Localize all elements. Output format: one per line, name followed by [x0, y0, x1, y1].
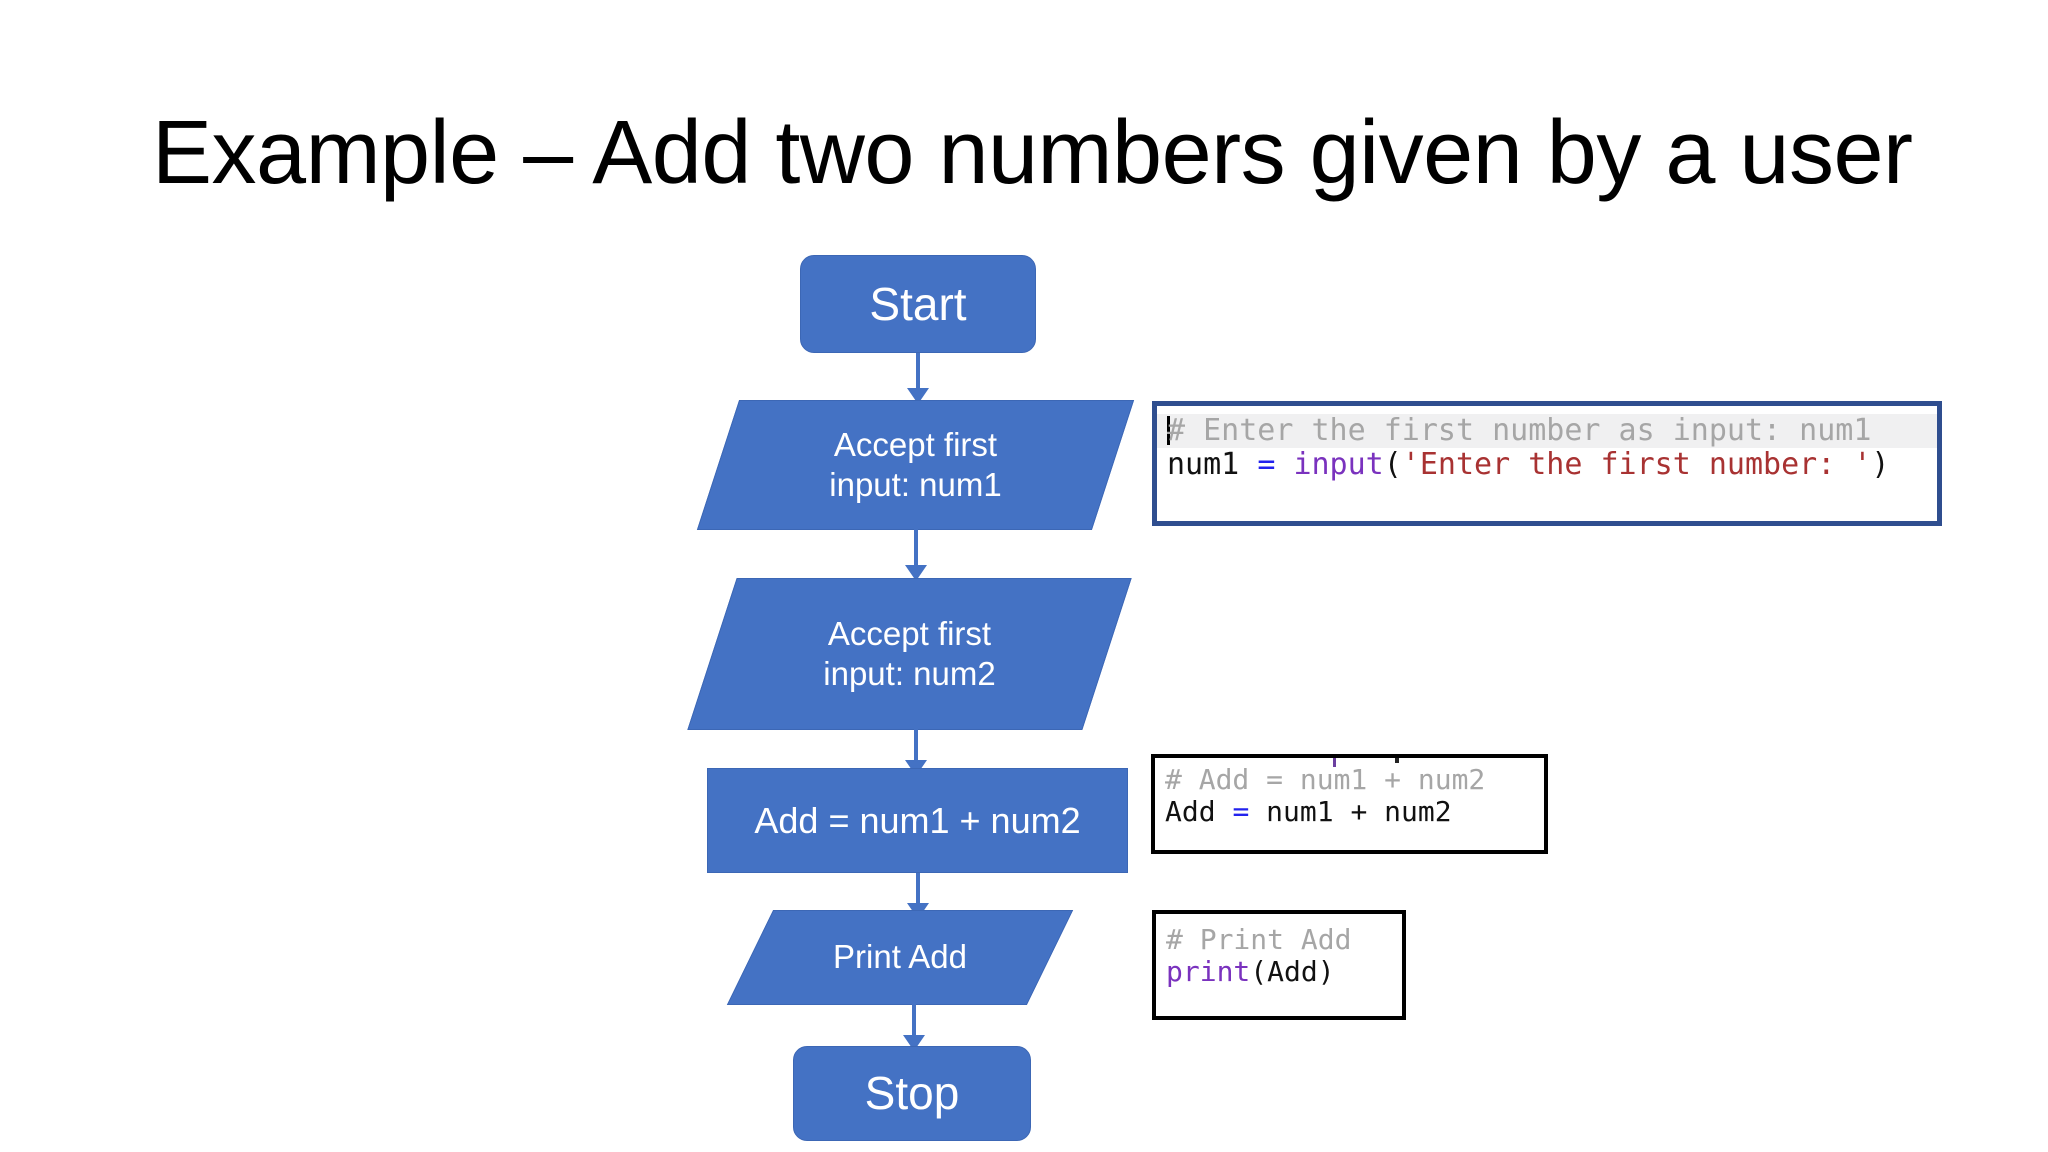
flow-node-input-num1[interactable]: Accept first input: num1: [696, 400, 1135, 530]
code-snippet-add[interactable]: # Add = num1 + num2 Add = num1 + num2: [1151, 754, 1548, 854]
ink-artifact: [1333, 758, 1336, 767]
flow-node-print-label: Print Add: [833, 938, 967, 976]
code-token-comment: # Enter the first number as input: num1: [1167, 413, 1872, 448]
flow-node-stop-label: Stop: [864, 1067, 960, 1120]
flow-node-start-label: Start: [869, 277, 967, 330]
code-token-variable: Add: [1165, 794, 1233, 828]
code-line-comment: # Add = num1 + num2: [1155, 764, 1544, 796]
connector-input2-to-add: [914, 728, 918, 770]
code-token-open-paren: (: [1383, 447, 1402, 483]
flow-node-add[interactable]: Add = num1 + num2: [707, 768, 1128, 873]
code-token-comment: # Print Add: [1166, 923, 1352, 956]
flow-node-add-label: Add = num1 + num2: [754, 799, 1081, 841]
connector-print-to-stop: [912, 1003, 916, 1046]
flow-node-print[interactable]: Print Add: [726, 910, 1074, 1005]
connector-input1-to-input2: [914, 528, 918, 577]
flow-node-input-num2[interactable]: Accept first input: num2: [687, 578, 1132, 730]
flow-node-input-num2-label: Accept first input: num2: [823, 614, 996, 692]
code-token-variable: num1: [1167, 447, 1258, 483]
code-line-statement: print(Add): [1156, 954, 1402, 988]
code-token-operator: =: [1257, 447, 1294, 483]
flow-node-stop[interactable]: Stop: [793, 1046, 1031, 1141]
code-line-statement: num1 = input('Enter the first number: '): [1157, 448, 1937, 482]
code-line-statement: Add = num1 + num2: [1155, 794, 1544, 828]
ink-artifact: [1395, 758, 1399, 763]
code-token-argument: (Add): [1250, 954, 1335, 988]
code-token-string: 'Enter the first number: ': [1401, 447, 1872, 483]
code-snippet-print[interactable]: # Print Add print(Add): [1152, 910, 1406, 1020]
code-token-comment: # Add = num1 + num2: [1165, 763, 1486, 796]
code-snippet-input-num1[interactable]: # Enter the first number as input: num1 …: [1152, 401, 1942, 526]
code-token-operator: =: [1232, 794, 1267, 828]
page-title: Example – Add two numbers given by a use…: [152, 103, 1913, 203]
connector-start-to-input1: [916, 353, 920, 396]
connector-add-to-print: [916, 873, 920, 915]
flow-node-input-num1-label: Accept first input: num1: [829, 425, 1002, 503]
code-line-comment: # Print Add: [1156, 924, 1402, 956]
code-token-function: input: [1293, 447, 1384, 483]
code-token-expression: num1 + num2: [1266, 794, 1452, 828]
code-token-close-paren: ): [1871, 447, 1890, 483]
flow-node-start[interactable]: Start: [800, 255, 1036, 353]
arrowhead-input1-to-input2: [905, 565, 927, 581]
code-line-comment: # Enter the first number as input: num1: [1157, 413, 1937, 449]
text-caret: [1167, 416, 1170, 445]
code-token-function: print: [1166, 954, 1251, 988]
